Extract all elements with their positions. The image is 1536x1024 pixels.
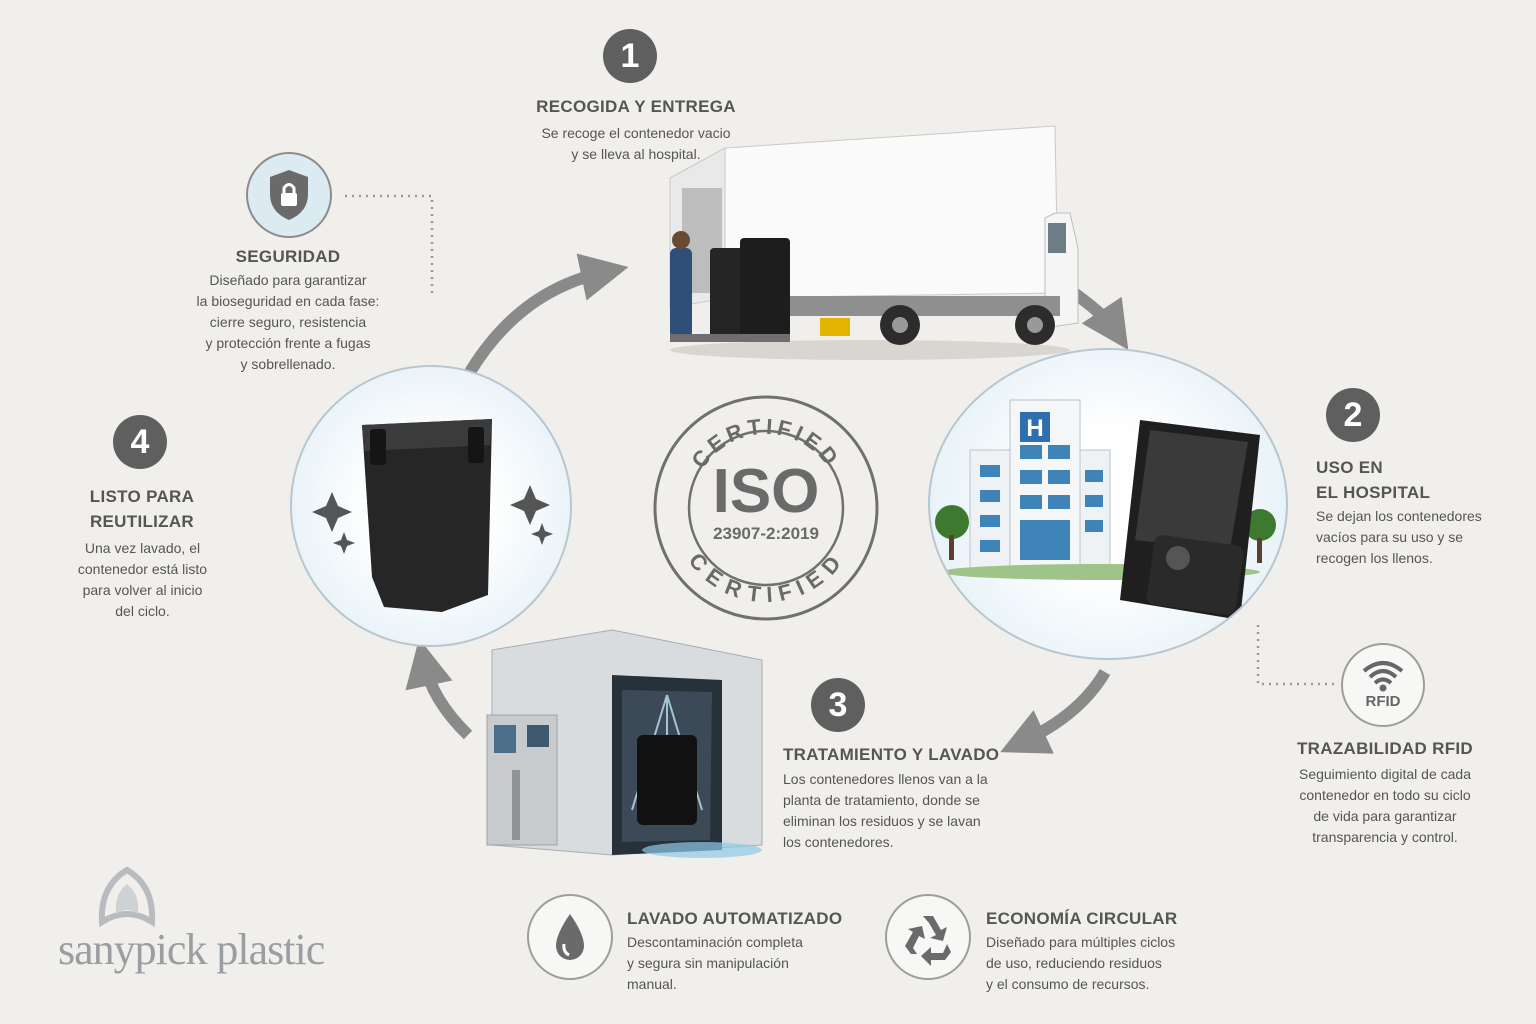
water-drop-icon — [556, 914, 584, 960]
shield-lock-icon — [270, 170, 308, 220]
clean-container-illustration — [312, 419, 553, 612]
rfid-label: RFID — [1365, 693, 1401, 710]
rfid-connector — [1256, 625, 1336, 686]
arrow-3-to-4 — [405, 638, 473, 740]
hospital-sign: H — [1026, 415, 1043, 442]
iso-seal: CERTIFIED CERTIFIED ISO 23907-2:2019 — [653, 395, 879, 621]
iso-main-text: ISO — [713, 457, 820, 526]
truck-illustration — [669, 125, 1079, 360]
wifi-icon — [1362, 661, 1404, 692]
washing-machine-illustration — [486, 629, 763, 858]
hospital-illustration: H — [935, 399, 1276, 620]
clean-container-circle — [290, 365, 572, 647]
feature-circular-economy-icon-circle — [885, 894, 971, 980]
hospital-circle: H — [928, 348, 1288, 660]
security-connector — [345, 194, 434, 298]
step-3-title: TRATAMIENTO Y LAVADO — [783, 745, 1000, 764]
step-3-badge: 3 — [811, 678, 865, 732]
arrow-4-to-1 — [464, 253, 629, 376]
feature-circular-economy-title: ECONOMÍA CIRCULAR — [986, 909, 1178, 928]
sparkle-icons — [312, 485, 553, 554]
feature-automated-wash-title: LAVADO AUTOMATIZADO — [627, 909, 843, 928]
step-1-title: RECOGIDA Y ENTREGA — [536, 97, 736, 116]
security-icon-circle — [246, 152, 332, 238]
arrow-2-to-3 — [1000, 668, 1111, 754]
security-title: SEGURIDAD — [235, 247, 341, 266]
rfid-icon-circle: RFID — [1341, 643, 1425, 727]
step-4-badge: 4 — [113, 415, 167, 469]
iso-bottom-text: CERTIFIED — [684, 548, 844, 607]
feature-automated-wash-icon-circle — [527, 894, 613, 980]
recycle-icon — [905, 916, 951, 966]
iso-code-text: 23907-2:2019 — [713, 524, 819, 543]
step-1-badge: 1 — [603, 29, 657, 83]
svg-text:CERTIFIED: CERTIFIED — [684, 548, 848, 607]
brand-name: sanypick plastic — [58, 925, 325, 974]
brand-logo-mark — [98, 866, 156, 928]
rfid-title: TRAZABILIDAD RFID — [1296, 739, 1474, 758]
step-2-badge: 2 — [1326, 388, 1380, 442]
